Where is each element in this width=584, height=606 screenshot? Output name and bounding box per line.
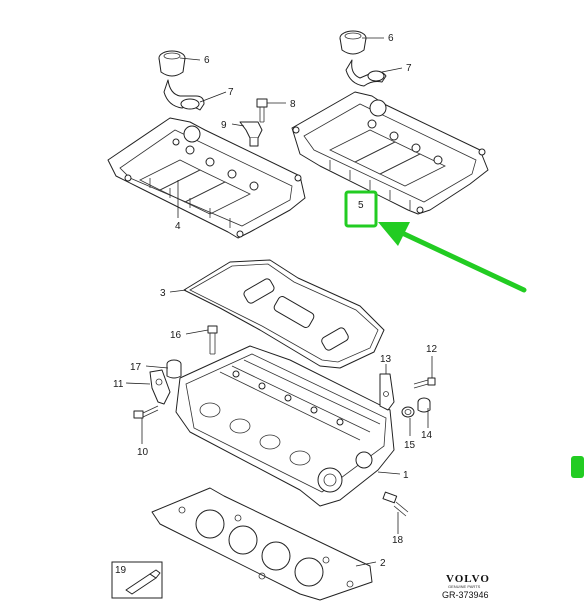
callout-2: 2 — [380, 558, 386, 569]
callout-13: 13 — [380, 354, 392, 365]
seal-15 — [401, 406, 415, 418]
part-18-pin — [382, 491, 409, 517]
callout-12: 12 — [426, 344, 438, 355]
camshaft-sensor — [239, 121, 263, 147]
callout-8: 8 — [290, 99, 296, 110]
callout-5: 5 — [358, 200, 364, 211]
callout-6-right: 6 — [388, 33, 394, 44]
callout-14: 14 — [421, 430, 433, 441]
callout-4: 4 — [175, 221, 181, 232]
callout-7-left: 7 — [228, 87, 234, 98]
callout-15: 15 — [404, 440, 416, 451]
oil-filler-cap-left — [158, 50, 186, 77]
bolt-8 — [256, 98, 268, 123]
callout-18: 18 — [392, 535, 404, 546]
plug-14 — [417, 397, 431, 413]
sealant-box — [111, 561, 163, 599]
breather-hose-left — [163, 79, 205, 111]
bolt-10 — [133, 405, 159, 419]
callout-1: 1 — [403, 470, 409, 481]
callout-labels: 1 2 3 4 5 6 6 7 7 8 9 10 11 12 13 14 15 … — [113, 33, 438, 576]
oil-filler-cap-right — [339, 30, 367, 55]
bracket-13 — [379, 373, 395, 411]
highlight-box — [344, 190, 378, 228]
head-bolt — [207, 325, 218, 355]
head-gasket — [151, 487, 373, 601]
bracket-11 — [149, 369, 171, 405]
callout-3: 3 — [160, 288, 166, 299]
callout-10: 10 — [137, 447, 149, 458]
valve-cover-left — [107, 117, 306, 239]
brand-tagline: GENUINE PARTS — [448, 584, 481, 589]
callout-7-right: 7 — [406, 63, 412, 74]
cylinder-head — [175, 345, 395, 507]
valve-cover-right — [291, 91, 489, 215]
callout-17: 17 — [130, 362, 142, 373]
leader-lines — [125, 37, 433, 567]
callout-16: 16 — [170, 330, 182, 341]
breather-hose-right — [345, 59, 387, 87]
callout-11: 11 — [113, 379, 124, 390]
valve-cover-gasket — [183, 259, 385, 369]
bolt-12 — [413, 377, 436, 389]
callout-6-left: 6 — [204, 55, 210, 66]
brand-name: VOLVO — [446, 573, 490, 585]
part-17-fitting — [166, 359, 182, 379]
callout-9: 9 — [221, 120, 227, 131]
branding: VOLVO GENUINE PARTS GR-373946 — [442, 573, 490, 600]
highlight-arrow — [378, 222, 527, 293]
callout-19: 19 — [115, 565, 127, 576]
reference-number: GR-373946 — [442, 590, 489, 600]
side-tab — [571, 456, 584, 478]
